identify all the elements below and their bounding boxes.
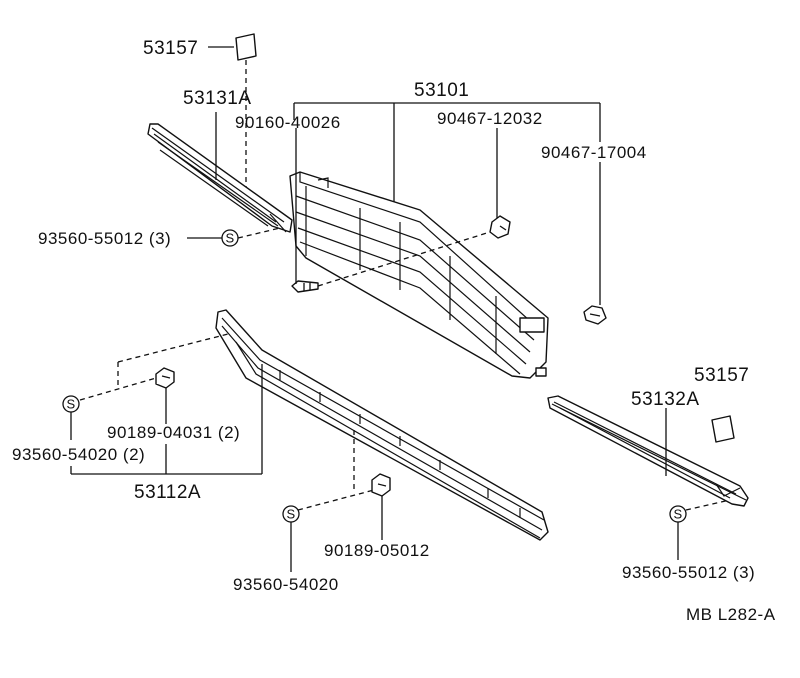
- label-93560-55012-left: 93560-55012 (3): [38, 229, 171, 248]
- label-90160-40026: 90160-40026: [235, 113, 341, 132]
- label-90467-12032: 90467-12032: [437, 109, 543, 128]
- label-53157-right: 53157: [694, 365, 749, 386]
- screw-marker-right: S: [669, 505, 687, 523]
- svg-text:S: S: [674, 507, 683, 522]
- label-53131a: 53131A: [183, 88, 252, 109]
- label-53112a: 53112A: [134, 482, 201, 503]
- label-93560-54020-2: 93560-54020 (2): [12, 445, 145, 464]
- svg-text:S: S: [67, 397, 76, 412]
- label-53132a: 53132A: [631, 389, 700, 410]
- grille-53112a: [215, 309, 549, 541]
- clip-90467-12032: [489, 215, 511, 239]
- label-90189-04031: 90189-04031 (2): [107, 423, 240, 442]
- svg-text:S: S: [226, 231, 235, 246]
- screw-marker-54020-2: S: [62, 395, 80, 413]
- clip-90189-05012: [371, 473, 391, 497]
- clip-90189-04031: [155, 367, 175, 389]
- label-90467-17004: 90467-17004: [541, 143, 647, 162]
- label-93560-54020: 93560-54020: [233, 575, 339, 594]
- clip-53157-right: [711, 415, 735, 443]
- label-93560-55012-right: 93560-55012 (3): [622, 563, 755, 582]
- clip-90467-17004: [583, 305, 607, 325]
- reference-code: MB L282-A: [686, 605, 776, 624]
- label-53157-top: 53157: [143, 38, 198, 59]
- clip-53157-top: [208, 33, 257, 200]
- svg-text:S: S: [287, 507, 296, 522]
- screw-marker-54020: S: [282, 505, 300, 523]
- label-53101: 53101: [414, 80, 469, 101]
- molding-53131a: [147, 123, 293, 233]
- label-90189-05012: 90189-05012: [324, 541, 430, 560]
- screw-marker-left: S: [221, 229, 239, 247]
- molding-53132a: [547, 395, 749, 507]
- grille-53101: [289, 171, 549, 379]
